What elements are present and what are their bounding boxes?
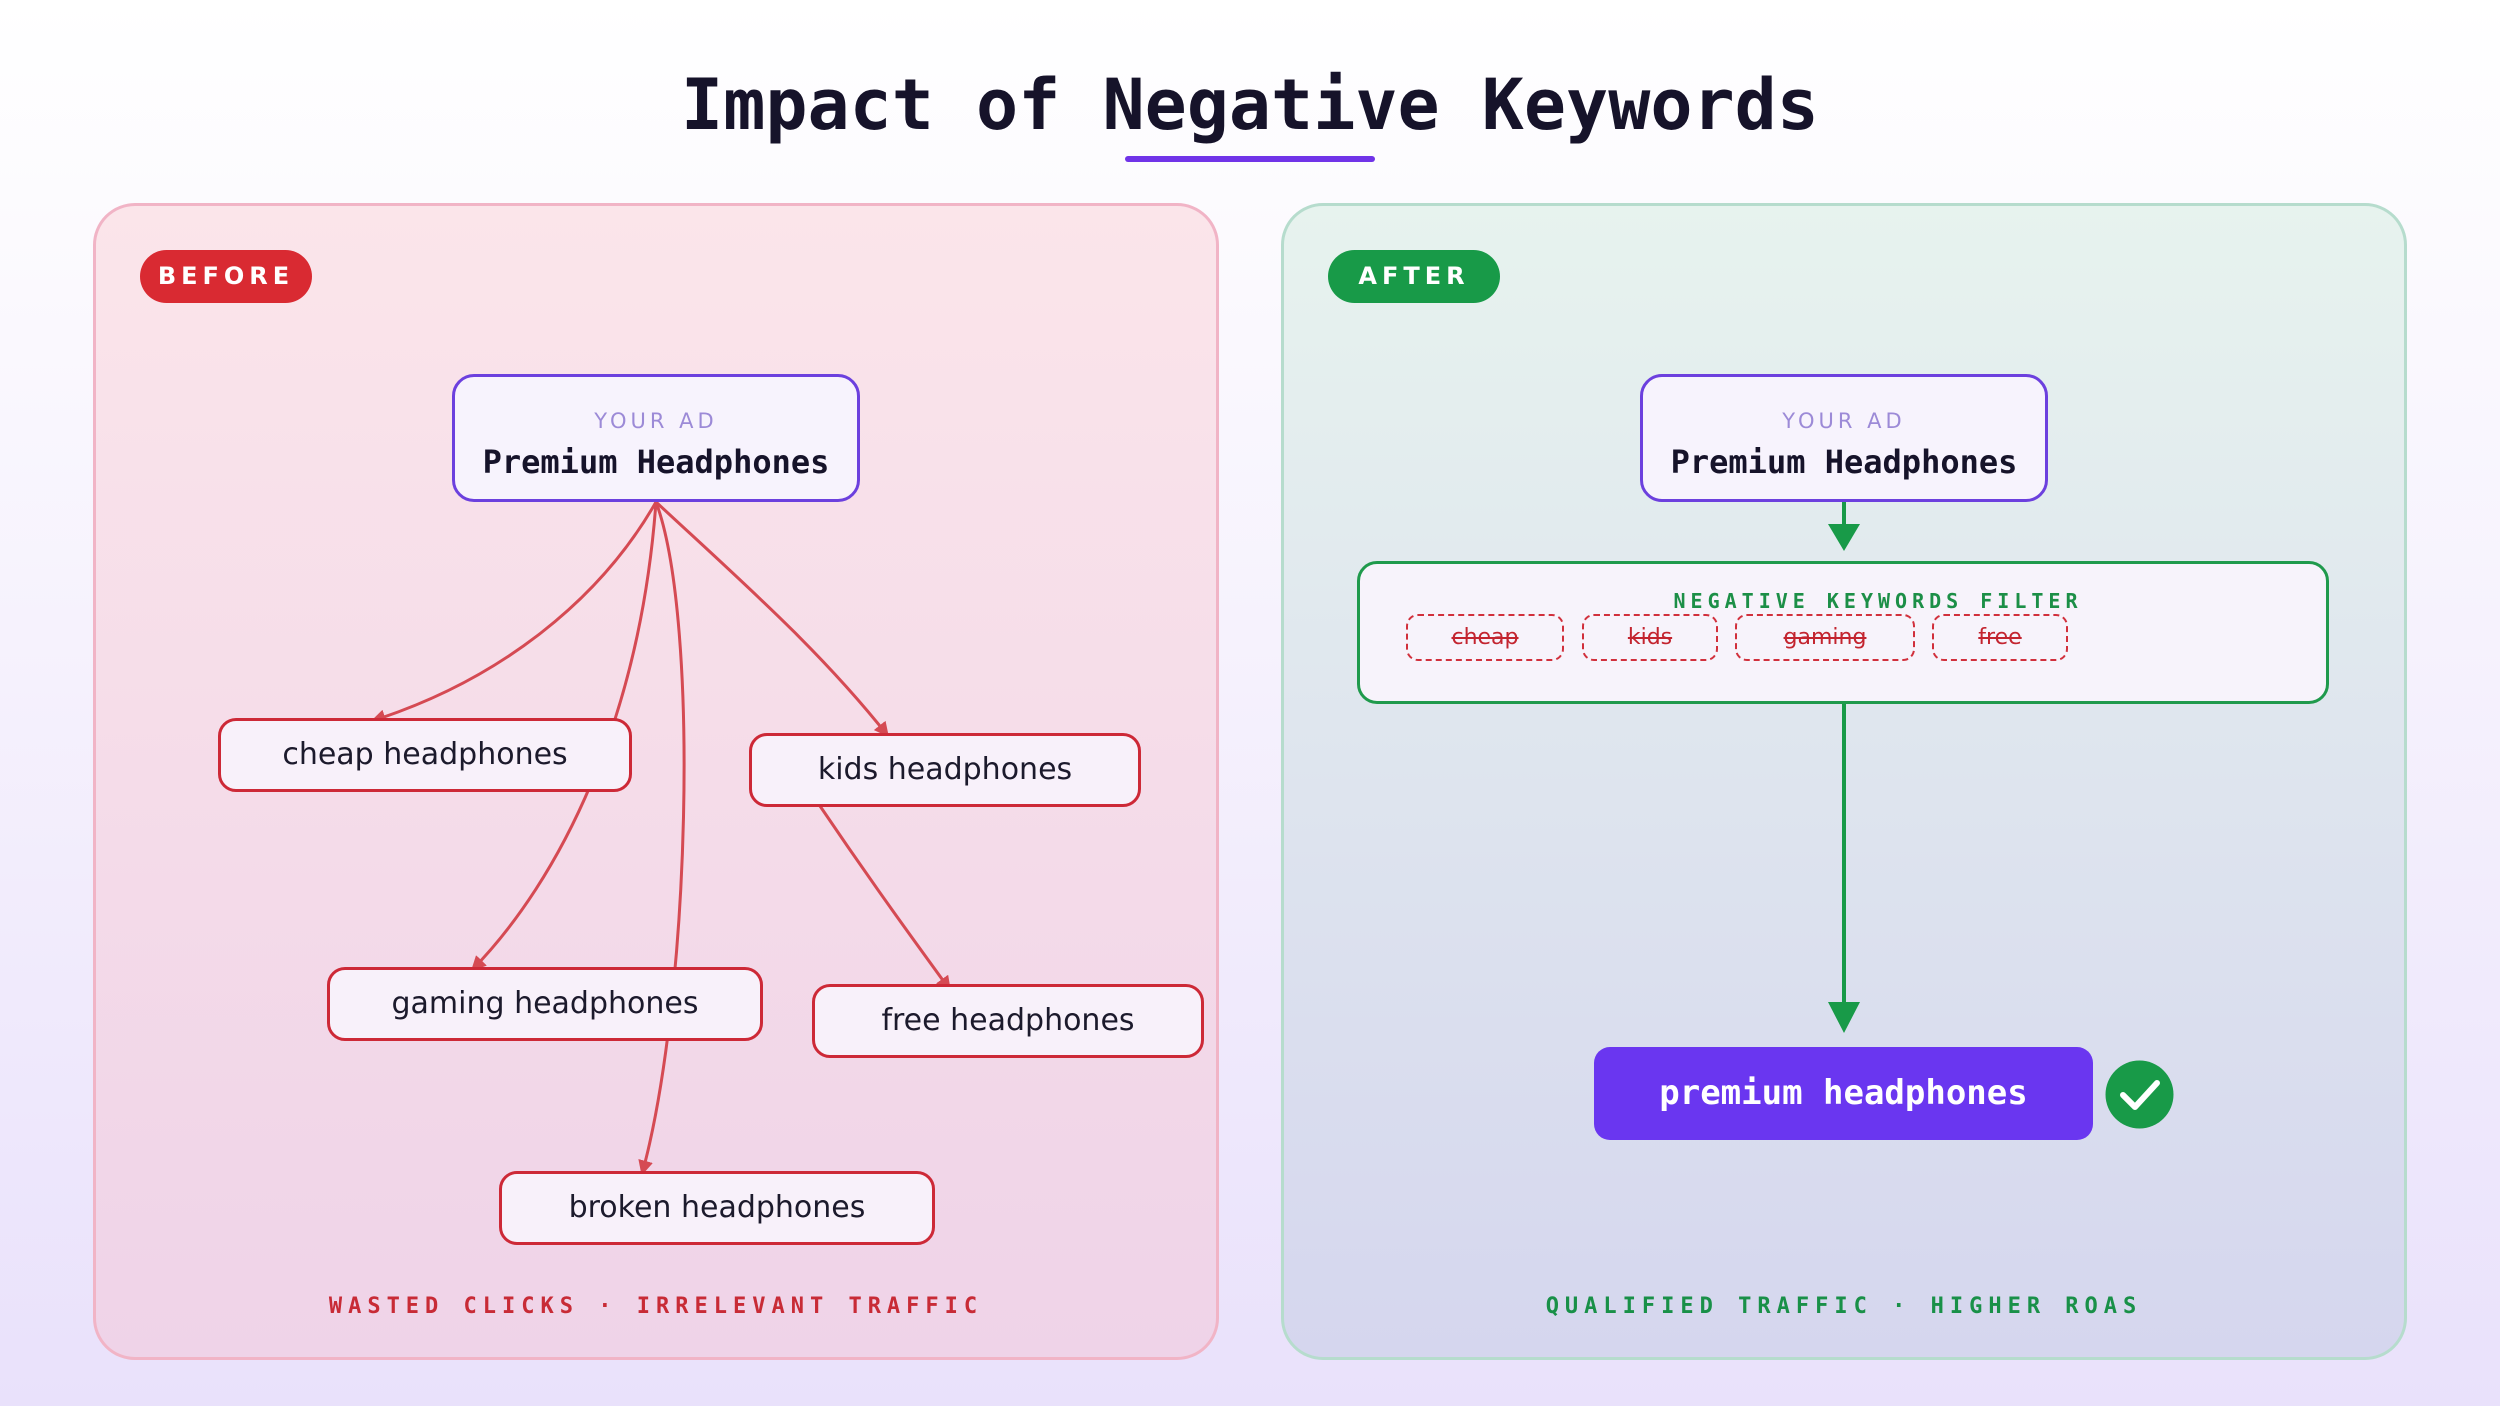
edge-ad-to-cheap bbox=[370, 501, 658, 725]
after-badge: AFTER bbox=[1328, 250, 1500, 303]
filter-chip-cheap: cheap bbox=[1406, 614, 1564, 661]
filter-chip-kids: kids bbox=[1582, 614, 1718, 661]
before-ad-box: YOUR AD Premium Headphones bbox=[452, 374, 860, 502]
after-ad-caption: YOUR AD bbox=[1782, 409, 1906, 433]
check-circle-icon bbox=[2105, 1060, 2174, 1129]
before-ad-title: Premium Headphones bbox=[482, 443, 830, 481]
arrowhead-filter bbox=[1828, 524, 1860, 551]
before-ad-caption: YOUR AD bbox=[594, 409, 718, 433]
keyword-free: free headphones bbox=[812, 984, 1204, 1058]
title-underline bbox=[1125, 156, 1375, 162]
keyword-kids: kids headphones bbox=[749, 733, 1141, 807]
after-ad-title: Premium Headphones bbox=[1670, 443, 2018, 481]
filter-chip-free: free bbox=[1932, 614, 2068, 661]
keyword-cheap: cheap headphones bbox=[218, 718, 632, 792]
edge-ad-to-kids bbox=[654, 500, 890, 738]
edge-ad-to-broken bbox=[638, 501, 686, 1176]
after-footer: QUALIFIED TRAFFIC · HIGHER ROAS bbox=[1545, 1294, 2143, 1319]
filter-title: NEGATIVE KEYWORDS FILTER bbox=[1673, 589, 2083, 613]
keyword-gaming: gaming headphones bbox=[327, 967, 763, 1041]
edge-kids-to-free bbox=[818, 805, 952, 992]
keyword-broken: broken headphones bbox=[499, 1171, 935, 1245]
arrowhead-result bbox=[1828, 1002, 1860, 1033]
negative-keywords-filter: NEGATIVE KEYWORDS FILTER cheap kids gami… bbox=[1357, 561, 2329, 704]
before-footer: WASTED CLICKS · IRRELEVANT TRAFFIC bbox=[328, 1294, 984, 1319]
result-keyword: premium headphones bbox=[1594, 1047, 2093, 1140]
before-badge: BEFORE bbox=[140, 250, 312, 303]
after-ad-box: YOUR AD Premium Headphones bbox=[1640, 374, 2048, 502]
filter-chip-gaming: gaming bbox=[1735, 614, 1915, 661]
page-title: Impact of Negative Keywords bbox=[681, 64, 1819, 146]
